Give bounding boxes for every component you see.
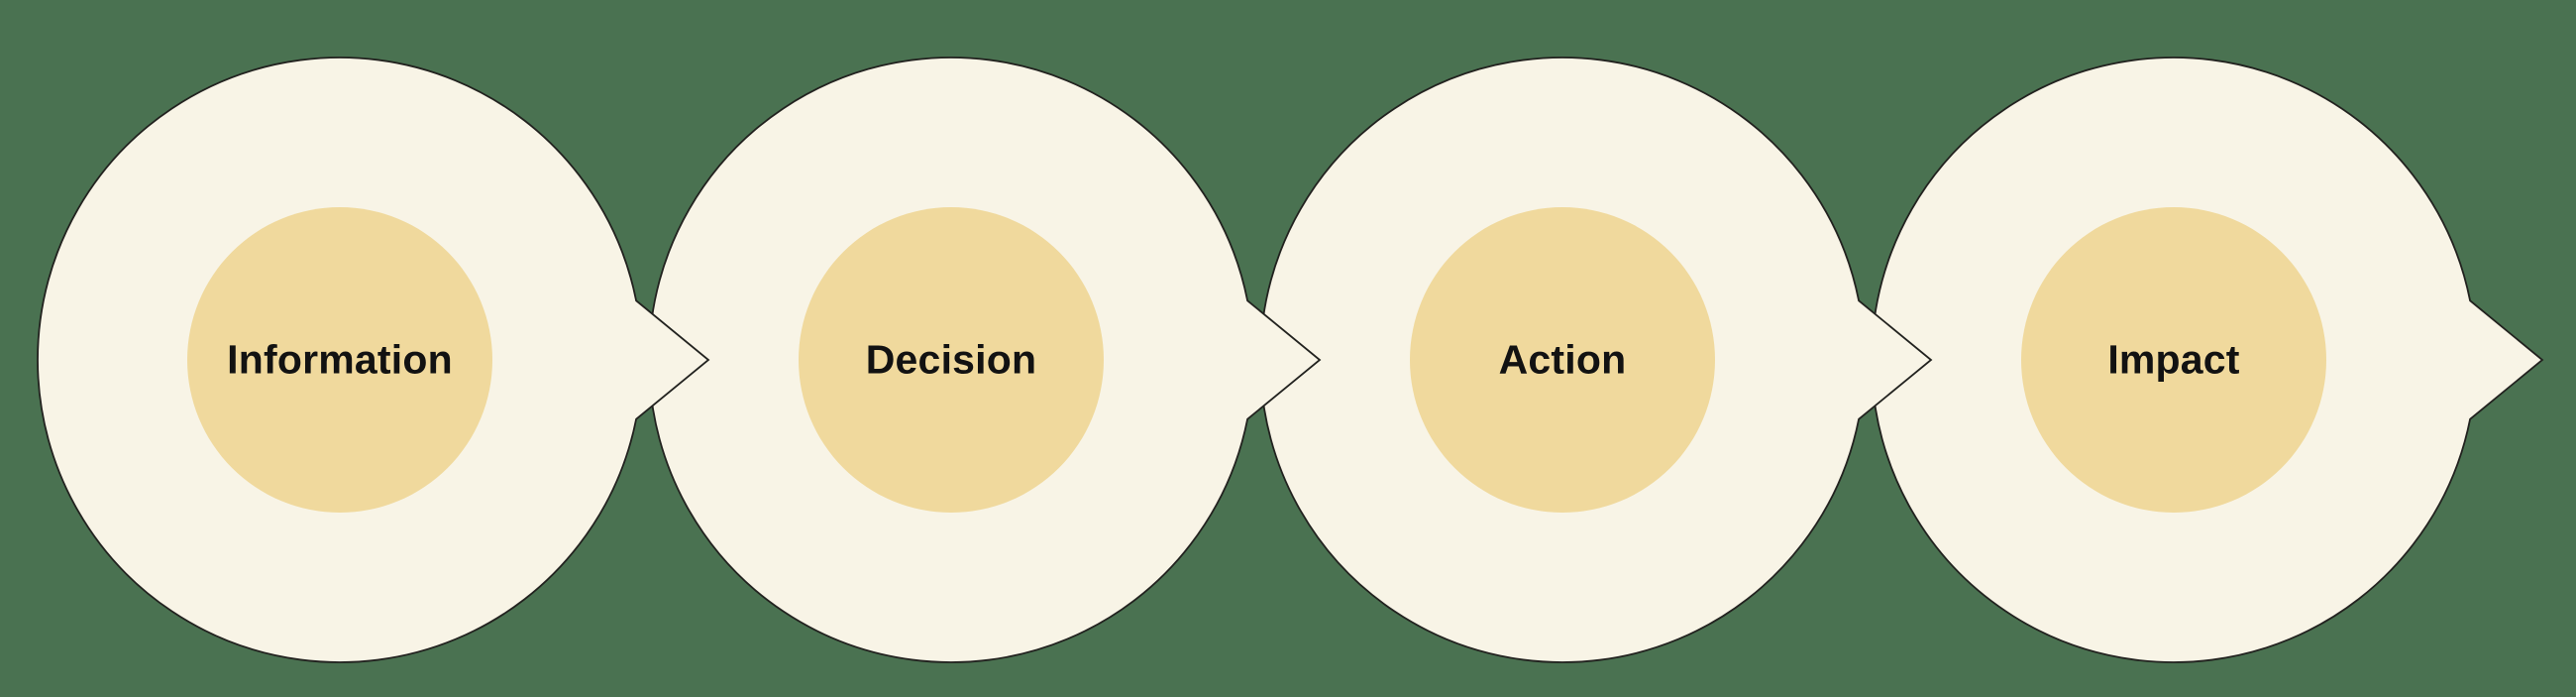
step-information: Information [36,56,711,664]
step-inner-circle [799,207,1104,513]
step-action: Action [1258,56,1934,664]
step-inner-circle [1410,207,1715,513]
step-bubble-graphic [37,57,710,663]
step-bubble-graphic [1259,57,1933,663]
step-impact: Impact [1870,56,2545,664]
step-inner-circle [2021,207,2326,513]
step-bubble-graphic [1871,57,2544,663]
step-bubble-graphic [648,57,1322,663]
step-inner-circle [187,207,492,513]
step-decision: Decision [647,56,1323,664]
